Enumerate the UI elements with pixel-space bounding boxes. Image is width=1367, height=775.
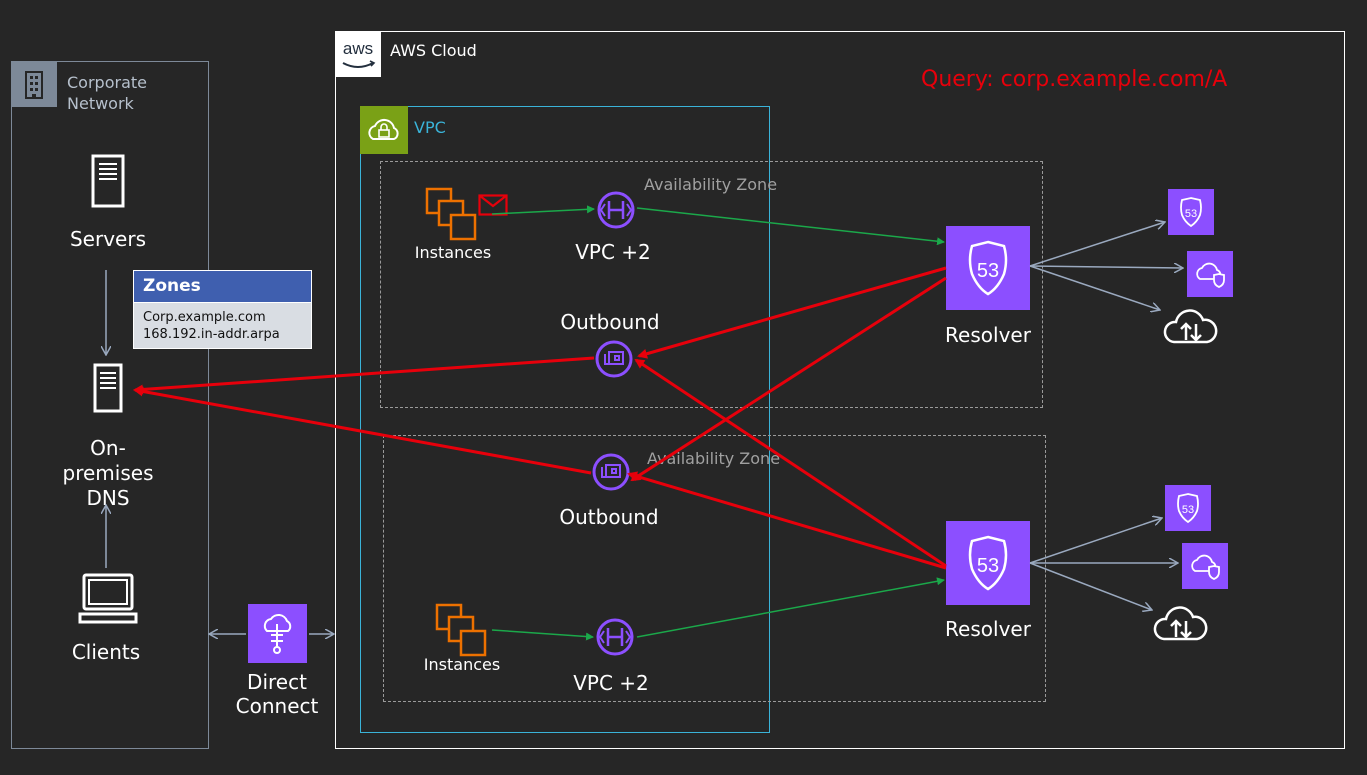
route53-badge-text-top: 53 <box>977 260 999 282</box>
outbound-endpoint-icon-bottom <box>591 452 631 496</box>
query-label: Query: corp.example.com/A <box>921 67 1228 92</box>
vpc-endpoint-icon-bottom <box>595 617 635 661</box>
route53-small-icon-bottom: 53 <box>1165 485 1211 531</box>
cloud-shield-icon-top <box>1187 251 1233 297</box>
dns-label-line2: premises <box>62 461 154 485</box>
corporate-title-line2: Network <box>67 94 134 113</box>
direct-connect-label: Direct Connect <box>222 670 332 718</box>
resolver-label-bottom: Resolver <box>945 617 1031 641</box>
zones-table: Zones Corp.example.com 168.192.in-addr.a… <box>133 270 312 349</box>
vpc-endpoint-icon-top <box>596 190 636 234</box>
route53-badge-text-bottom: 53 <box>977 555 999 577</box>
aws-cloud-title: AWS Cloud <box>390 41 477 60</box>
mail-envelope-icon <box>478 194 508 220</box>
route53-small-badge-top: 53 <box>1185 208 1197 220</box>
direct-connect-icon <box>248 604 307 663</box>
instances-label-top: Instances <box>414 243 492 262</box>
dns-server-icon <box>93 363 123 417</box>
instances-label-bottom: Instances <box>423 655 501 674</box>
outbound-endpoint-icon-top <box>594 339 634 383</box>
vpc-lock-cloud-icon <box>360 106 408 154</box>
dns-label-line1: On- <box>90 436 126 460</box>
servers-label: Servers <box>69 227 146 251</box>
availability-zone-top-label: Availability Zone <box>644 175 778 194</box>
servers-icon <box>91 154 125 212</box>
zones-header: Zones <box>134 271 311 303</box>
vpc-label: VPC <box>414 118 446 137</box>
corporate-title-line1: Corporate <box>67 73 147 92</box>
route53-resolver-icon-bottom: 53 <box>946 521 1030 605</box>
building-icon <box>11 61 57 107</box>
outbound-label-bottom: Outbound <box>559 505 659 529</box>
route53-small-badge-bottom: 53 <box>1182 504 1194 516</box>
resolver-label-top: Resolver <box>945 323 1031 347</box>
zones-entry-2: 168.192.in-addr.arpa <box>143 327 280 342</box>
instances-icon-top <box>424 186 480 248</box>
internet-cloud-icon-top <box>1160 306 1222 350</box>
zones-entry-1: Corp.example.com <box>143 310 266 325</box>
route53-small-icon-top: 53 <box>1168 189 1214 235</box>
direct-connect-line2: Connect <box>235 694 319 718</box>
outbound-label-top: Outbound <box>560 310 660 334</box>
availability-zone-bottom-label: Availability Zone <box>647 449 781 468</box>
on-premises-dns-label: On- premises DNS <box>48 436 168 511</box>
cloud-shield-icon-bottom <box>1182 543 1228 589</box>
dns-label-line3: DNS <box>86 486 130 510</box>
clients-label: Clients <box>71 640 141 664</box>
corporate-network-title: Corporate Network <box>67 72 147 114</box>
vpc-plus2-label-top: VPC +2 <box>575 240 651 264</box>
internet-cloud-icon-bottom <box>1150 603 1212 647</box>
clients-laptop-icon <box>78 572 138 630</box>
route53-resolver-icon-top: 53 <box>946 226 1030 310</box>
instances-icon-bottom <box>434 602 490 664</box>
direct-connect-line1: Direct <box>247 670 307 694</box>
vpc-plus2-label-bottom: VPC +2 <box>573 671 649 695</box>
aws-logo-text: aws <box>342 39 374 58</box>
aws-logo-icon: aws <box>335 31 381 77</box>
